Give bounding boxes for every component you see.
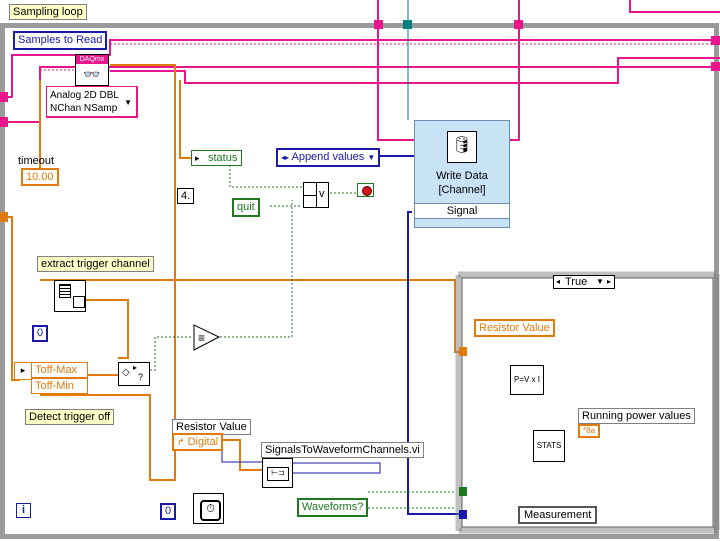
measurement-control[interactable]: Measurement <box>518 506 598 524</box>
orange-to-subvi <box>215 439 262 471</box>
stop-icon <box>362 186 372 196</box>
pink-task-mid <box>110 57 720 84</box>
case-tunnel-orange <box>459 347 467 356</box>
toff-min-field: Toff-Min <box>31 378 88 394</box>
digital-label: Digital <box>187 436 219 448</box>
waveform-icon: ⊢⊐ <box>267 467 289 481</box>
tunnel-left-pink <box>0 92 8 102</box>
stop-button-terminal[interactable] <box>357 183 374 197</box>
daqmx-badge: DAQmx <box>76 55 108 64</box>
orange-case-in <box>40 279 463 353</box>
signal-terminal[interactable]: Signal <box>415 203 509 219</box>
read-type-line1: Analog 2D DBL <box>50 90 119 101</box>
case-tunnel-green <box>459 487 467 496</box>
numeric-icon: ↱ <box>177 437 185 447</box>
pink-wire-top <box>377 0 414 141</box>
glasses-icon: 👓 <box>83 66 101 82</box>
shift-value-constant[interactable]: 4. <box>177 188 195 204</box>
iteration-terminal: i <box>16 503 31 518</box>
question-icon: ? <box>138 372 144 382</box>
ring-arrows-icon: ◂▸ <box>281 153 290 162</box>
svg-text:≡: ≡ <box>198 331 205 345</box>
status-unbundle[interactable]: ▸ status <box>191 150 243 166</box>
timeout-label: timeout <box>18 155 55 167</box>
write-data-express-vi[interactable]: 🛢 Write Data [Channel] Signal <box>414 120 510 228</box>
detect-trigger-label: Detect trigger off <box>25 409 115 425</box>
dropdown-arrow-icon: ▼ <box>124 98 132 107</box>
index-array-node[interactable] <box>54 280 86 312</box>
orange-to-status <box>179 80 192 159</box>
tunnel-top-pink1 <box>374 20 383 29</box>
tunnel-top-teal <box>403 20 412 29</box>
resistor-value-in-case[interactable]: Resistor Value <box>474 319 555 337</box>
zero-constant-index[interactable]: 0 <box>32 325 49 342</box>
array-grid-icon <box>59 284 71 298</box>
case-selector[interactable]: ◂ True ▼ ▸ <box>553 275 615 289</box>
wait-timer-node[interactable]: ⏱ <box>193 493 224 524</box>
orange-wire-loop <box>40 64 176 481</box>
append-values-ring[interactable]: ◂▸ Append values ▼ <box>276 148 381 167</box>
read-type-selector[interactable]: Analog 2D DBL NChan NSamp ▼ <box>46 86 138 118</box>
write-data-icon: 🛢 <box>447 131 477 163</box>
tunnel-right-pink2 <box>711 62 720 71</box>
case-next-icon[interactable]: ▸ <box>607 277 612 286</box>
blue-signal-wire <box>407 211 460 515</box>
timeout-constant[interactable]: 10.00 <box>21 168 59 186</box>
digital-control[interactable]: ↱ Digital <box>172 433 224 451</box>
case-dropdown-icon[interactable]: ▼ <box>596 277 604 286</box>
formula-node[interactable]: P=V x I <box>510 365 544 395</box>
write-data-title2: [Channel] <box>438 184 486 196</box>
running-power-indicator: *8a <box>578 424 601 438</box>
running-power-label: Running power values <box>578 408 695 424</box>
array-grid-icon-2 <box>73 296 85 308</box>
select-arrow-icon: ▸ <box>133 363 138 372</box>
orange-error-wire <box>5 216 20 381</box>
pink-wire-right-top <box>629 0 720 13</box>
stats-node[interactable]: STATS <box>533 430 565 462</box>
subvi-label: SignalsToWaveformChannels.vi <box>261 442 424 458</box>
write-data-title1: Write Data <box>436 170 488 182</box>
in-range-node[interactable]: ◇ ▸ ? <box>118 362 150 386</box>
case-selector-value: True <box>565 276 588 288</box>
status-label: status <box>208 152 238 164</box>
signals-to-waveform-subvi[interactable]: ⊢⊐ <box>262 458 293 488</box>
diamond-icon: ◇ <box>122 367 130 378</box>
pink-task-in <box>5 39 720 98</box>
toff-max-field: Toff-Max <box>31 362 88 378</box>
tunnel-right-pink <box>711 36 720 45</box>
case-prev-icon[interactable]: ◂ <box>556 277 561 286</box>
waveforms-control[interactable]: Waveforms? <box>297 498 369 517</box>
bundle-arrow-icon: ▸ <box>14 362 32 380</box>
append-values-label: Append values <box>291 151 365 163</box>
toff-bundle[interactable]: ▸ Toff-Max Toff-Min <box>14 362 88 394</box>
read-type-line2: NChan NSamp <box>50 103 118 114</box>
tunnel-left-orange <box>0 212 8 222</box>
green-compare-wire <box>220 200 293 338</box>
pink-wire-right <box>510 25 520 141</box>
unbundle-arrow-icon: ▸ <box>195 153 200 163</box>
extract-trigger-label: extract trigger channel <box>37 256 154 272</box>
green-status-wire <box>229 165 302 188</box>
or-node[interactable]: v <box>303 182 329 208</box>
dropdown-arrow-icon: ▼ <box>367 153 376 162</box>
orange-trigger <box>85 299 129 359</box>
daqmx-read-node[interactable]: DAQmx 👓 <box>75 54 109 86</box>
quit-control[interactable]: quit <box>232 198 260 217</box>
clock-icon: ⏱ <box>200 500 221 521</box>
tunnel-left-pink2 <box>0 117 8 127</box>
samples-to-read-control[interactable]: Samples to Read <box>13 31 108 50</box>
case-tunnel-blue <box>459 510 467 519</box>
tunnel-top-pink2 <box>514 20 523 29</box>
compare-node[interactable] <box>193 324 221 351</box>
or-symbol: v <box>319 188 325 200</box>
case-structure-frame <box>455 271 720 534</box>
green-select-wire <box>150 336 192 371</box>
loop-label: Sampling loop <box>9 4 87 20</box>
wait-constant[interactable]: 0 <box>160 503 177 520</box>
